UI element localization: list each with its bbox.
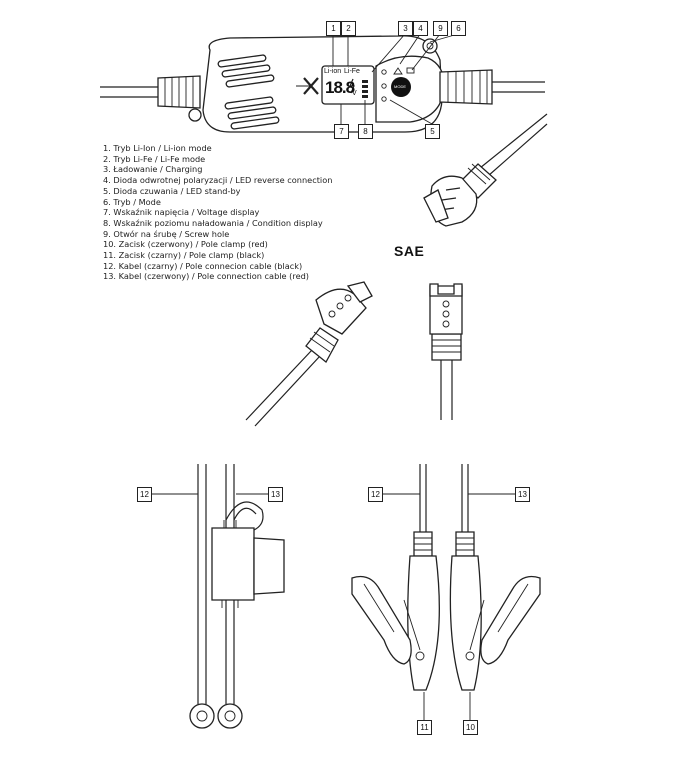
callout-12-clamp: 12	[368, 487, 383, 502]
red-clamp	[449, 531, 541, 691]
black-clamp	[351, 531, 440, 691]
legend-item: 10. Zacisk (czerwony) / Pole clamp (red)	[103, 239, 268, 250]
callout-11: 11	[417, 720, 432, 735]
legend-item: 13. Kabel (czerwony) / Pole connection c…	[103, 271, 309, 282]
mode-liion-label: Li-ion	[324, 68, 342, 75]
right-strain-relief	[439, 69, 493, 105]
legend-item: 8. Wskaźnik poziomu naładowania / Condit…	[103, 217, 323, 228]
callout-13-clamp: 13	[515, 487, 530, 502]
sae-connector-right	[429, 283, 463, 420]
callout-9: 9	[433, 21, 448, 36]
legend-item: 6. Tryb / Mode	[103, 196, 161, 207]
legend-item: 9. Otwór na śrubę / Screw hole	[103, 228, 230, 239]
status-led-2	[381, 96, 387, 102]
mode-life-label: Li-Fe	[344, 68, 360, 75]
legend-item: 3. Ładowanie / Charging	[103, 164, 203, 175]
charger-unit	[100, 33, 545, 133]
left-strain-relief	[157, 75, 201, 109]
callout-7: 7	[334, 124, 349, 139]
top-vent-slots	[217, 54, 275, 88]
callout-13-ring: 13	[268, 487, 283, 502]
callout-12-ring: 12	[137, 487, 152, 502]
ring-terminal-cables	[189, 464, 285, 729]
lower-callout-leaders	[151, 493, 515, 720]
charging-icon	[349, 78, 355, 94]
voltage-readout: 18.8	[325, 78, 355, 97]
standby-led-icon	[406, 67, 415, 74]
reverse-led-icon	[393, 67, 403, 75]
legend-item: 5. Dioda czuwania / LED stand-by	[103, 185, 241, 196]
callout-3: 3	[398, 21, 413, 36]
legend-item: 4. Dioda odwrotnej polaryzacji / LED rev…	[103, 175, 333, 186]
legend-item: 12. Kabel (czarny) / Pole connecion cabl…	[103, 260, 303, 271]
callout-6: 6	[451, 21, 466, 36]
legend-item: 7. Wskaźnik napięcia / Voltage display	[103, 207, 260, 218]
voltage-unit: V	[352, 90, 357, 97]
callout-8: 8	[358, 124, 373, 139]
callout-1: 1	[326, 21, 341, 36]
bottom-vent-slots	[224, 96, 280, 130]
charging-led	[381, 69, 387, 75]
mode-button[interactable]	[391, 77, 411, 97]
callout-10: 10	[463, 720, 478, 735]
callout-4: 4	[413, 21, 428, 36]
legend-item: 11. Zacisk (czarny) / Pole clamp (black)	[103, 250, 265, 261]
sae-cable-upper	[423, 113, 548, 227]
brand-logo	[296, 77, 319, 95]
battery-level-bars	[362, 80, 368, 98]
callout-2: 2	[341, 21, 356, 36]
clamp-cables	[351, 464, 541, 691]
legend-item: 1. Tryb Li-Ion / Li-ion mode	[103, 143, 212, 153]
sae-label: SAE	[394, 243, 425, 259]
sae-connector-left	[245, 281, 373, 427]
parts-legend: 1. Tryb Li-Ion / Li-ion mode 2. Tryb Li-…	[103, 143, 332, 282]
status-led-1	[381, 83, 387, 89]
mode-button-label: MODE	[394, 84, 406, 89]
legend-item: 2. Tryb Li-Fe / Li-Fe mode	[103, 153, 206, 164]
callout-5: 5	[425, 124, 440, 139]
